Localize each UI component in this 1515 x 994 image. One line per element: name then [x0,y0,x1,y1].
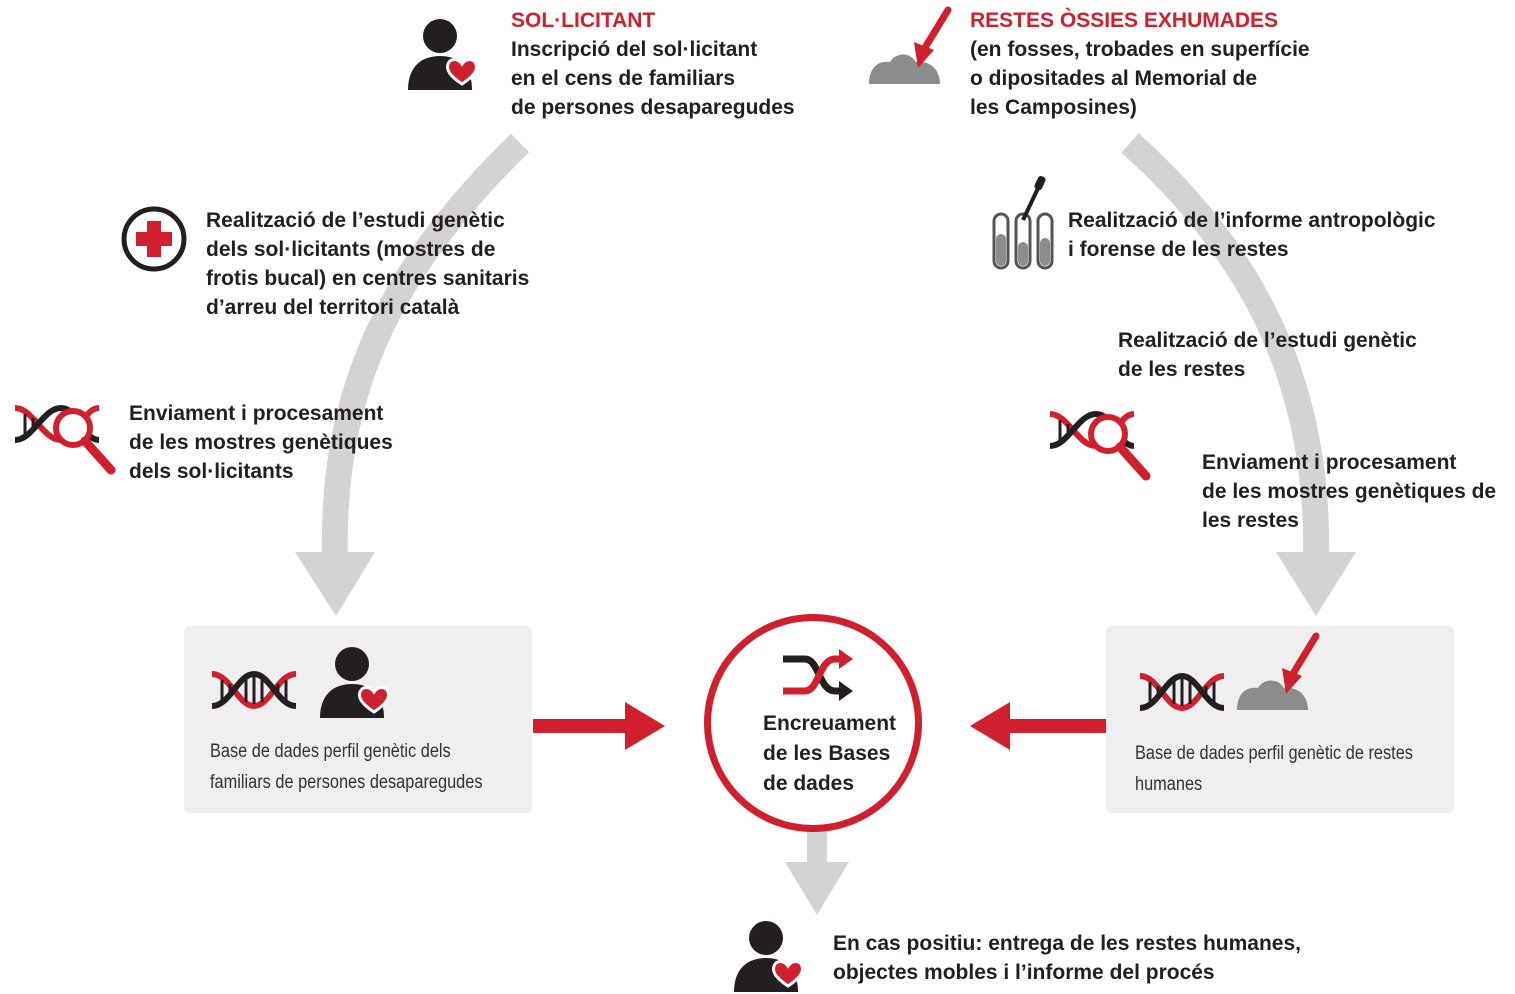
bottom-grey-arrowhead [785,862,849,915]
right-step-forensic-report: Realització de l’informe antropològic i … [1068,209,1436,261]
remains-title: RESTES ÒSSIES EXHUMADES [970,9,1279,32]
requester-text: Inscripció del sol·licitant en el cens d… [511,38,795,119]
right-red-arrowhead [970,702,1010,750]
left-red-arrow-shaft [533,719,633,733]
cross-matching-text: Encreuament de les Bases de dades [763,712,897,795]
shuffle-arrows-icon [783,649,853,701]
medical-cross-icon [121,206,187,272]
dna-icon [211,670,297,710]
left-curved-arrow [321,133,530,561]
trowel-mound-icon [1237,632,1320,710]
remains-text: (en fosses, trobades en superfície o dip… [970,38,1310,119]
left-step-sample-processing: Enviament i procesament de les mostres g… [129,402,393,483]
dna-icon [1139,672,1225,712]
right-step-sample-processing: Enviament i procesament de les mostres g… [1202,451,1497,532]
person-heart-icon [320,647,390,718]
left-curved-arrowhead [295,552,375,616]
trowel-mound-icon [869,6,952,84]
person-heart-icon [408,19,478,90]
remains-database-label: Base de dades perfil genètic de restes h… [1135,743,1413,795]
remains-database-box: Base de dades perfil genètic de restes h… [1106,626,1454,813]
dna-magnifier-icon [14,405,116,475]
cross-matching-circle: Encreuament de les Bases de dades [704,614,922,832]
right-curved-arrow [1121,133,1330,561]
person-heart-icon [734,921,804,992]
right-red-arrow-shaft [1003,719,1106,733]
left-red-arrowhead [625,702,665,750]
right-step-genetic-study: Realització de l’estudi genètic de les r… [1118,329,1417,381]
dna-magnifier-icon [1049,411,1151,481]
left-step-genetic-study: Realització de l’estudi genètic dels sol… [206,209,530,319]
relatives-database-box: Base de dades perfil genètic dels famili… [184,626,532,813]
test-tubes-icon [992,175,1054,270]
positive-result-text: En cas positiu: entrega de les restes hu… [833,932,1301,984]
requester-title: SOL·LICITANT [511,9,656,32]
right-curved-arrowhead [1276,552,1356,616]
relatives-database-label: Base de dades perfil genètic dels famili… [210,741,483,793]
